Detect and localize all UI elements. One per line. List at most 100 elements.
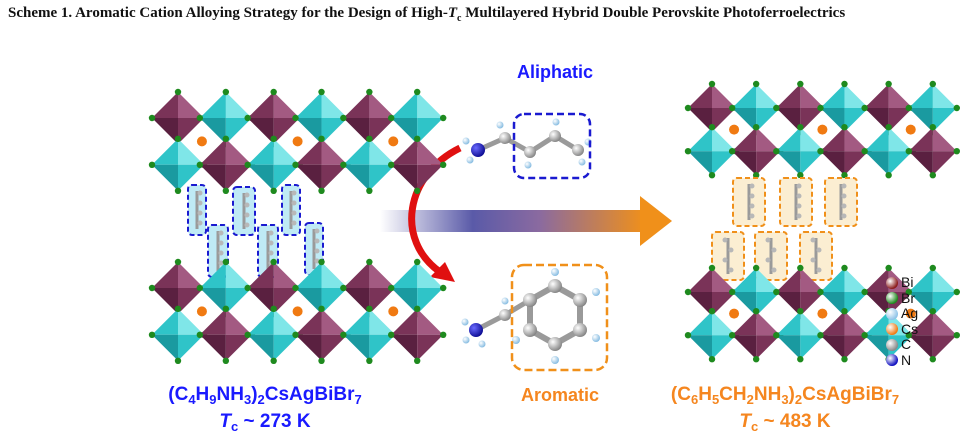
br-atom	[817, 148, 824, 155]
br-atom	[174, 357, 182, 364]
legend-item: Ag	[886, 305, 918, 322]
br-atom	[270, 305, 277, 312]
octahedron-face	[321, 92, 348, 118]
c-atom	[810, 257, 816, 263]
octahedron-face	[932, 268, 957, 292]
octahedron-face	[391, 334, 418, 361]
c-atom	[314, 238, 320, 244]
octahedron-face	[844, 292, 869, 316]
br-atom	[174, 258, 182, 266]
octahedron-face	[321, 334, 348, 361]
octahedron-face	[908, 311, 933, 336]
octahedron-face	[321, 308, 348, 335]
br-atom	[773, 104, 780, 112]
cs-atom	[292, 306, 303, 317]
octahedron-face	[820, 311, 845, 336]
cs-atom	[817, 308, 828, 319]
octahedron-face	[888, 84, 913, 108]
c-atom	[796, 193, 802, 199]
legend-item: Bi	[886, 274, 918, 291]
octahedron-face	[391, 138, 418, 165]
left-compound-label: (C4H9NH3)2CsAgBiBr7 Tc ~ 273 K	[140, 384, 390, 438]
octahedron-face	[932, 311, 957, 336]
br-atom	[366, 135, 373, 142]
element-legend: Bi Br Ag Cs C N	[886, 274, 918, 368]
octahedron-face	[369, 262, 396, 288]
c-atom	[244, 222, 250, 228]
octahedron-face	[800, 311, 825, 336]
octahedron-face	[152, 262, 178, 288]
octahedron-face	[864, 127, 889, 152]
octahedron-face	[247, 92, 274, 118]
c-atom	[268, 250, 274, 256]
br-atom	[752, 356, 760, 363]
c-atom	[218, 230, 224, 236]
br-atom	[388, 331, 395, 338]
br-atom	[905, 332, 912, 339]
octahedron-face	[776, 268, 801, 292]
br-atom	[752, 124, 760, 131]
octahedron-face	[712, 127, 736, 152]
octahedron-face	[864, 151, 889, 176]
octahedron-face	[908, 108, 933, 132]
aliphatic-label: Aliphatic	[516, 62, 593, 82]
legend-item: Cs	[886, 321, 918, 338]
c-atom	[291, 200, 297, 206]
c-atom	[244, 212, 250, 218]
octahedron-face	[247, 308, 274, 335]
br-atom	[318, 305, 325, 312]
octahedron-face	[391, 164, 418, 191]
octahedron-face	[688, 127, 712, 152]
br-atom	[414, 135, 421, 142]
octahedron-face	[343, 92, 370, 118]
octahedron-face	[247, 118, 274, 144]
octahedron-face	[152, 92, 178, 118]
br-atom	[148, 161, 156, 168]
br-atom	[708, 264, 716, 272]
br-atom	[366, 357, 373, 364]
br-atom	[905, 148, 912, 155]
br-atom	[414, 187, 421, 194]
br-atom	[929, 172, 936, 179]
octahedron-face	[776, 127, 801, 152]
octahedron-face	[199, 118, 226, 144]
br-atom	[817, 104, 824, 112]
br-atom	[414, 357, 421, 364]
br-atom	[885, 172, 892, 179]
br-atom	[841, 356, 848, 363]
octahedron-face	[295, 118, 322, 144]
br-atom	[841, 264, 848, 272]
c-atom	[749, 203, 755, 209]
br-atom	[684, 148, 692, 155]
right-inorganic-layer-top	[684, 80, 960, 179]
octahedron-face	[178, 92, 204, 118]
octahedron-face	[417, 308, 444, 335]
octahedron-face	[225, 138, 252, 165]
left-formula: (C4H9NH3)2CsAgBiBr7	[168, 384, 362, 407]
octahedron-face	[369, 138, 396, 165]
octahedron-face	[343, 138, 370, 165]
br-atom	[414, 258, 421, 266]
octahedron-face	[273, 334, 300, 361]
c-atom	[197, 210, 203, 216]
br-atom	[885, 264, 892, 272]
br-atom	[414, 88, 421, 96]
octahedron-face	[864, 268, 889, 292]
br-atom	[929, 124, 936, 131]
br-atom	[861, 104, 868, 112]
br-atom	[440, 114, 447, 122]
caption-text-pre: Aromatic Cation Alloying Strategy for th…	[75, 5, 448, 21]
octahedron-face	[712, 151, 736, 176]
c-atom	[841, 183, 847, 189]
br-atom	[244, 161, 251, 168]
octahedron-face	[820, 127, 845, 152]
octahedron-face	[776, 311, 801, 336]
octahedron-face	[369, 92, 396, 118]
octahedron-face	[391, 118, 418, 144]
octahedron-face	[247, 262, 274, 288]
octahedron-face	[932, 84, 957, 108]
octahedron-face	[844, 84, 869, 108]
c-atom	[810, 237, 816, 243]
octahedron-face	[820, 108, 845, 132]
octahedron-face	[343, 334, 370, 361]
